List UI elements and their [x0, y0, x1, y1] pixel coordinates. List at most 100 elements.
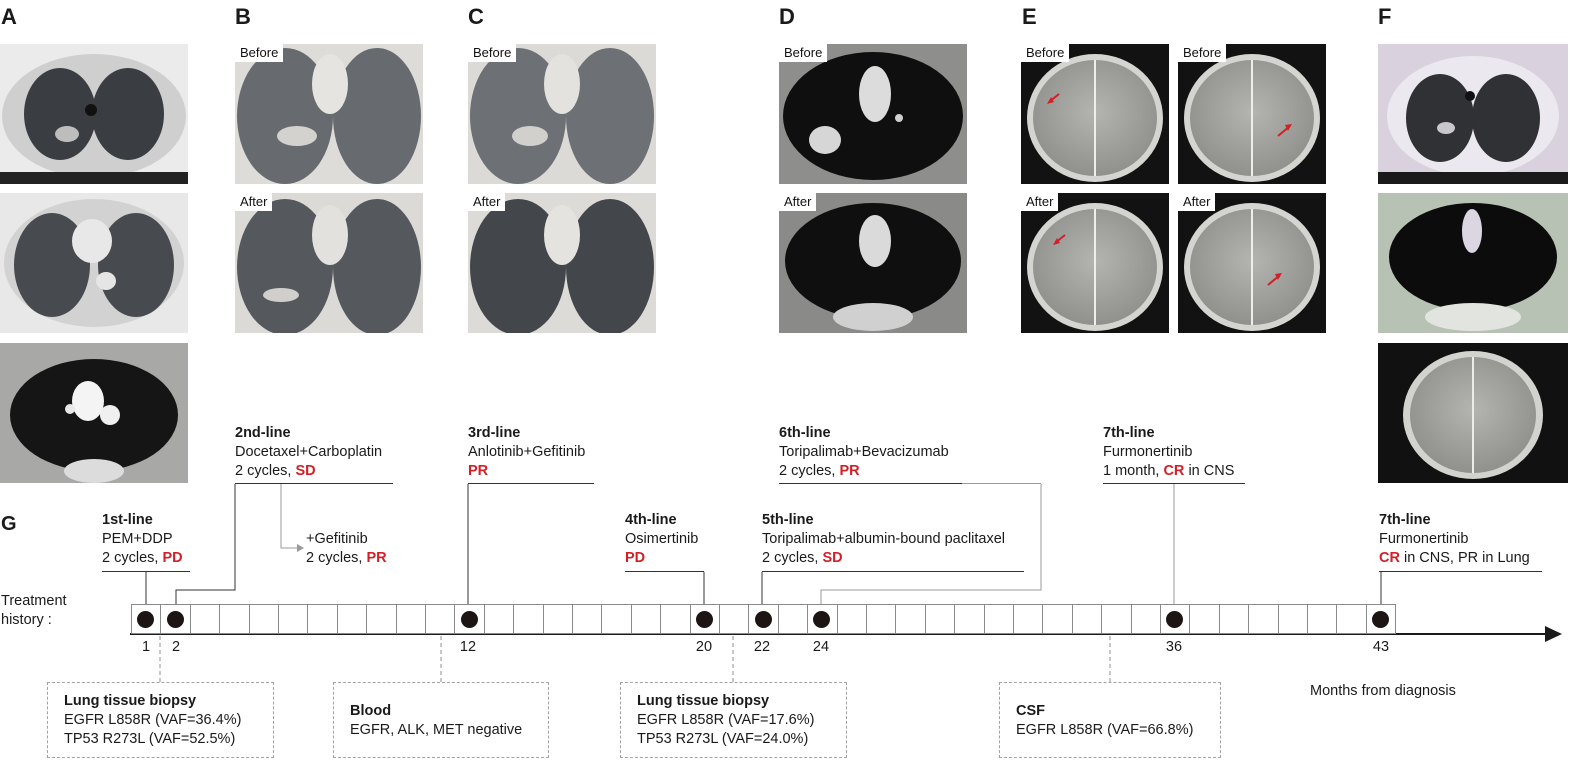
drug-name: Osimertinib: [625, 531, 699, 547]
line-title: 7th-line: [1103, 425, 1155, 441]
timeline-month-cell: [278, 604, 309, 634]
ct-scan-d-before: Before: [779, 44, 967, 184]
cycles-response: 2 cycles, SD: [762, 550, 843, 566]
therapy-2nd-line: 2nd-line Docetaxel+Carboplatin 2 cycles,…: [235, 424, 382, 481]
timeline-month-cell: [572, 604, 603, 634]
timeline-month-cell: [483, 604, 515, 634]
timeline-month-cell: [1101, 604, 1132, 634]
panel-label-d: D: [779, 4, 795, 29]
therapy-3rd-line: 3rd-line Anlotinib+Gefitinib PR: [468, 424, 585, 481]
drug-name: Anlotinib+Gefitinib: [468, 444, 586, 460]
biopsy-title: CSF: [1016, 703, 1045, 719]
cycles-response: PR: [468, 462, 585, 481]
biopsy-title: Lung tissue biopsy: [64, 693, 197, 709]
timeline-month-cell: [660, 604, 691, 634]
before-tag: Before: [779, 44, 828, 62]
drug-name: Toripalimab+albumin-bound paclitaxel: [762, 531, 1006, 547]
ct-scan-a3: [0, 343, 188, 483]
biopsy-mutation: EGFR L858R (VAF=17.6%): [637, 712, 815, 728]
ct-scan-c-after: After: [468, 193, 656, 333]
timeline-month-cell: [513, 604, 544, 634]
panel-label-f: F: [1378, 4, 1392, 29]
drug-name: Furmonertinib: [1379, 531, 1469, 547]
bracket-7th-line-top: [1103, 483, 1245, 484]
line-title: 3rd-line: [468, 425, 521, 441]
response-badge: SD: [822, 550, 843, 566]
timeline-month-cell: [542, 604, 573, 634]
timeline-month-cell: [366, 604, 397, 634]
biopsy-mutation: TP53 R273L (VAF=24.0%): [637, 731, 809, 747]
response-badge: PR: [468, 463, 489, 479]
biopsy-box-blood: Blood EGFR, ALK, MET negative: [333, 682, 549, 758]
after-tag: After: [235, 193, 273, 211]
timeline-event-dot: [137, 611, 155, 628]
timeline-month-cell: [601, 604, 632, 634]
response-badge: PD: [162, 550, 183, 566]
line-title: 4th-line: [625, 512, 677, 528]
biopsy-title: Lung tissue biopsy: [637, 693, 770, 709]
bracket-7th-line-bottom: [1379, 571, 1542, 572]
cycles-response: PD: [625, 549, 698, 568]
timeline-month-cell: [895, 604, 926, 634]
therapy-4th-line: 4th-line Osimertinib PD: [625, 511, 698, 568]
ct-scan-a2: [0, 193, 188, 333]
tick-label-month-43: 43: [1372, 639, 1390, 655]
timeline-month-cell: [836, 604, 867, 634]
therapy-7th-line-bottom: 7th-line Furmonertinib CR in CNS, PR in …: [1379, 511, 1530, 568]
timeline-month-cell: [630, 604, 662, 634]
biopsy-title: Blood: [350, 703, 392, 719]
timeline-month-cell: [777, 604, 809, 634]
before-tag: Before: [235, 44, 284, 62]
ct-scan-b-after: After: [235, 193, 423, 333]
ct-scan-d-after: After: [779, 193, 967, 333]
after-tag: After: [779, 193, 817, 211]
response-badge: SD: [295, 463, 316, 479]
line-title: 1st-line: [102, 512, 153, 528]
cycles-response: CR in CNS, PR in Lung: [1379, 550, 1530, 566]
timeline-month-cell: [719, 604, 750, 634]
ct-scan-f2: [1378, 193, 1568, 333]
timeline-event-dot: [166, 611, 184, 628]
treatment-history-label: Treatment history :: [1, 593, 67, 628]
timeline-event-dot: [813, 611, 831, 628]
panel-label-c: C: [468, 4, 484, 29]
biopsy-box-csf: CSF EGFR L858R (VAF=66.8%): [999, 682, 1221, 758]
response-badge: CR: [1163, 463, 1185, 479]
drug-name: PEM+DDP: [102, 531, 173, 547]
line-title: 7th-line: [1379, 512, 1431, 528]
mri-scan-e1-after: After: [1021, 193, 1169, 333]
tick-label-month-24: 24: [812, 639, 830, 655]
bracket-4th-line: [625, 571, 704, 572]
response-badge: CR: [1379, 550, 1400, 566]
line-title: 6th-line: [779, 425, 831, 441]
drug-name: Furmonertinib: [1103, 444, 1193, 460]
timeline-month-cell: [1277, 604, 1308, 634]
mri-scan-f3: [1378, 343, 1568, 483]
panel-label-a: A: [1, 4, 17, 29]
cycles-response: 2 cycles, PR: [306, 550, 387, 566]
timeline-month-cell: [1189, 604, 1220, 634]
timeline-month-cell: [983, 604, 1014, 634]
biopsy-box-lung-1: Lung tissue biopsy EGFR L858R (VAF=36.4%…: [47, 682, 274, 758]
panel-label-e: E: [1022, 4, 1037, 29]
timeline-month-cell: [248, 604, 279, 634]
therapy-5th-line: 5th-line Toripalimab+albumin-bound pacli…: [762, 511, 1005, 568]
line-title: 2nd-line: [235, 425, 291, 441]
timeline-month-cell: [924, 604, 956, 634]
panel-label-b: B: [235, 4, 251, 29]
timeline-month-cell: [866, 604, 897, 634]
ct-scan-a1: [0, 44, 188, 184]
bracket-1st-line: [102, 571, 190, 572]
therapy-6th-line: 6th-line Toripalimab+Bevacizumab 2 cycle…: [779, 424, 949, 481]
timeline-month-cell: [1042, 604, 1073, 634]
drug-name: +Gefitinib: [306, 531, 368, 547]
cycles-response: 2 cycles, PR: [779, 463, 860, 479]
tick-label-month-22: 22: [753, 639, 771, 655]
biopsy-result: EGFR, ALK, MET negative: [350, 722, 523, 738]
cycles-response: 2 cycles, SD: [235, 463, 316, 479]
drug-name: Docetaxel+Carboplatin: [235, 444, 383, 460]
bracket-5th-line: [762, 571, 1024, 572]
mri-scan-e2-before: Before: [1178, 44, 1326, 184]
tick-label-month-12: 12: [459, 639, 477, 655]
biopsy-mutation: TP53 R273L (VAF=52.5%): [64, 731, 236, 747]
